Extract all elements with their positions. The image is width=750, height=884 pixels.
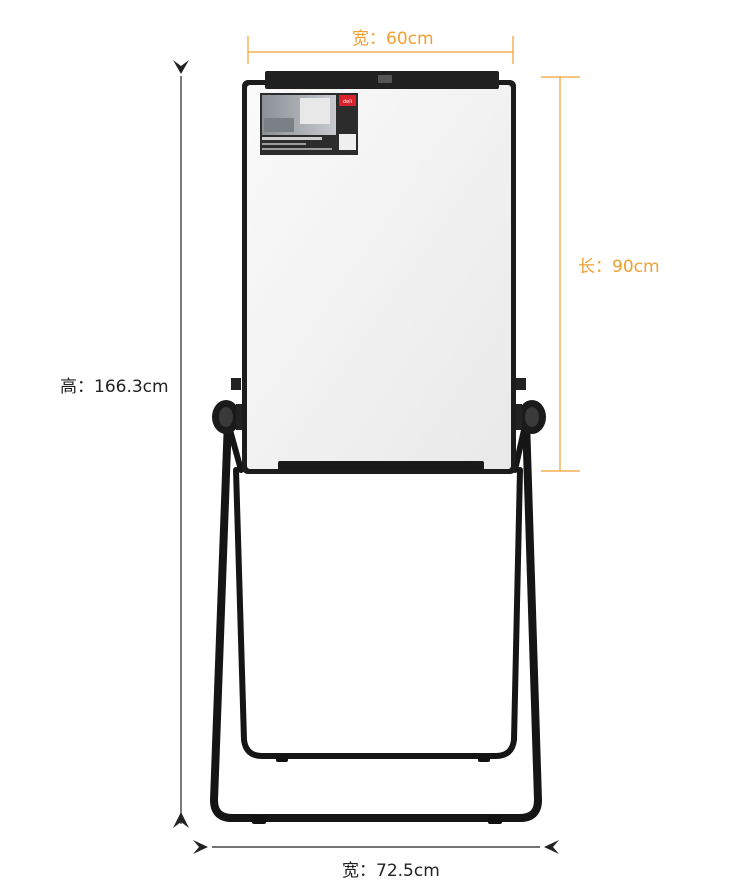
board-length-label: 长：90cm <box>578 257 660 277</box>
base-width-label: 宽：72.5cm <box>342 861 440 881</box>
total-height-dimension <box>173 60 189 828</box>
product-label: deli <box>260 93 358 155</box>
brand-plate <box>378 75 392 83</box>
whiteboard <box>242 71 516 474</box>
top-width-label: 宽：60cm <box>352 29 434 49</box>
board-length-dimension <box>541 76 580 472</box>
total-height-label: 高：166.3cm <box>60 377 169 397</box>
brand-logo-block <box>339 95 356 106</box>
arrow-down-icon <box>173 60 189 74</box>
top-width-dimension <box>247 36 514 64</box>
marker-tray <box>278 461 484 470</box>
arrow-right-icon <box>193 840 208 854</box>
arrow-left-icon <box>544 840 559 854</box>
brand-logo-text: deli <box>343 99 352 105</box>
base-width-dimension <box>193 840 559 854</box>
u-stand-frame <box>210 416 542 822</box>
stand-feet <box>252 754 502 824</box>
arrow-up-icon <box>173 812 189 828</box>
